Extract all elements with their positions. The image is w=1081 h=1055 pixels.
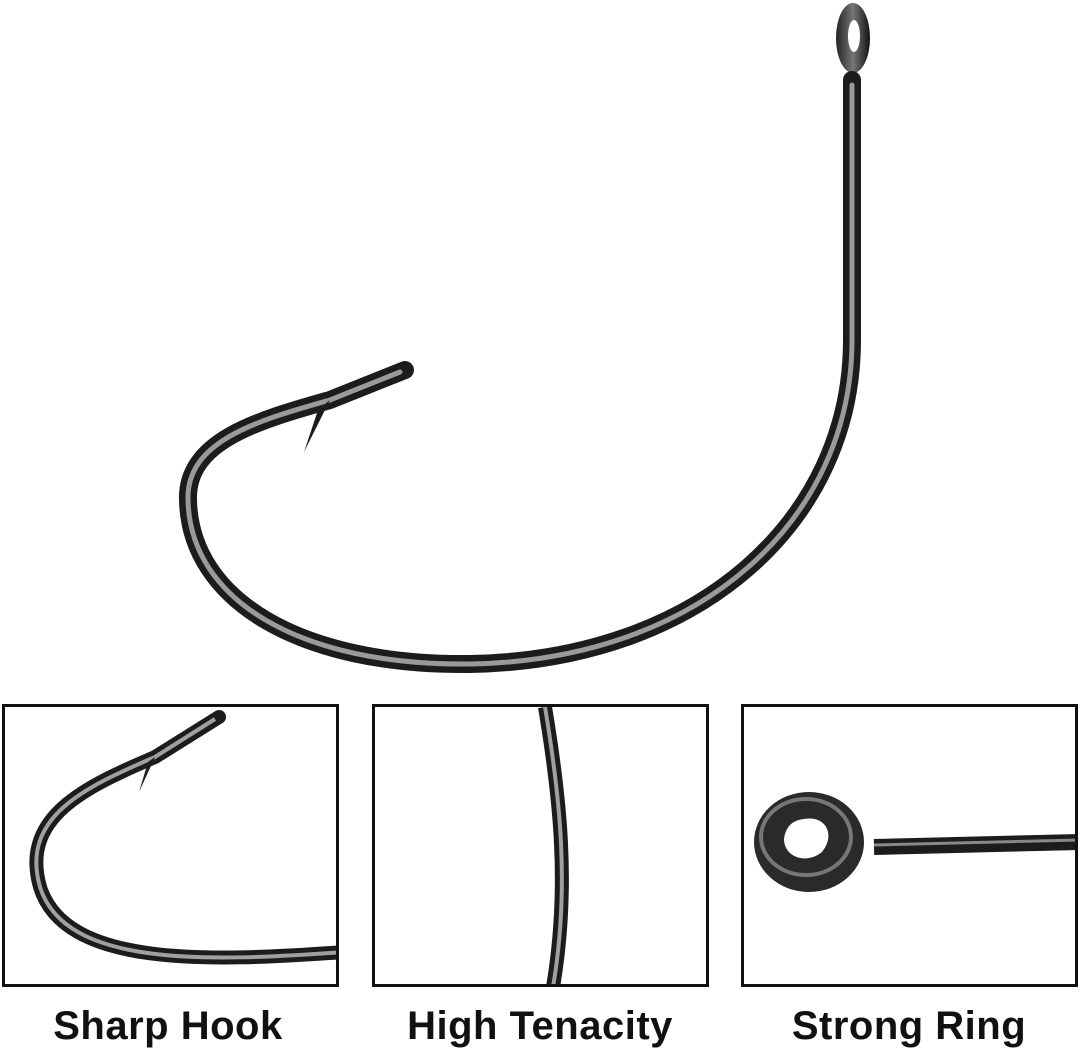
sharp-hook-closeup xyxy=(29,710,336,965)
hook-ring-closeup xyxy=(754,792,1075,892)
fishing-hook-image xyxy=(178,3,870,674)
feature-label-strong-ring: Strong Ring xyxy=(791,1004,1027,1048)
hook-eye xyxy=(836,3,870,73)
hook-body xyxy=(178,71,861,674)
feature-label-high-tenacity: High Tenacity xyxy=(407,1004,673,1048)
high-tenacity-panel xyxy=(372,704,709,987)
hook-shank-closeup xyxy=(538,707,569,984)
hook-barb xyxy=(304,400,330,452)
strong-ring-panel xyxy=(741,704,1078,987)
sharp-hook-panel xyxy=(2,704,339,987)
feature-label-sharp-hook: Sharp Hook xyxy=(53,1004,283,1048)
